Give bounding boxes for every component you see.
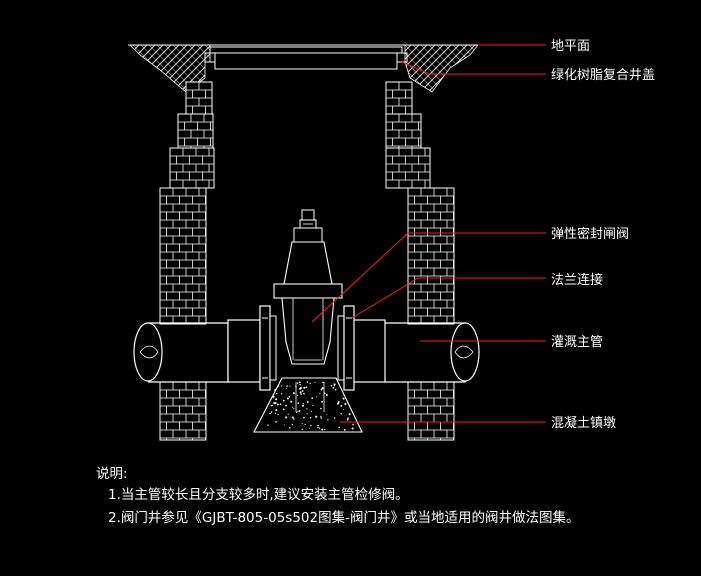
note-line-1: 1.当主管较长且分支较多时,建议安装主管检修阀。 bbox=[108, 486, 409, 503]
label-flange: 法兰连接 bbox=[551, 272, 603, 288]
label-anchor: 混凝土镇墩 bbox=[551, 415, 616, 431]
main-pipe bbox=[133, 319, 480, 383]
flange-connections bbox=[259, 305, 355, 391]
concrete-thrust-block bbox=[253, 377, 363, 433]
label-cover: 绿化树脂复合井盖 bbox=[551, 68, 655, 83]
gate-valve bbox=[273, 209, 343, 365]
note-line-2: 2.阀门井参见《GJBT-805-05s502图集-阀门井》或当地适用的阀井做法… bbox=[108, 509, 579, 526]
leader-lines bbox=[311, 44, 546, 423]
ground-surface bbox=[128, 44, 480, 93]
notes-heading: 说明: bbox=[96, 466, 128, 482]
well-cover bbox=[204, 46, 408, 70]
label-pipe: 灌溉主管 bbox=[551, 335, 603, 350]
label-ground: 地平面 bbox=[551, 39, 590, 54]
label-valve: 弹性密封闸阀 bbox=[551, 226, 629, 242]
